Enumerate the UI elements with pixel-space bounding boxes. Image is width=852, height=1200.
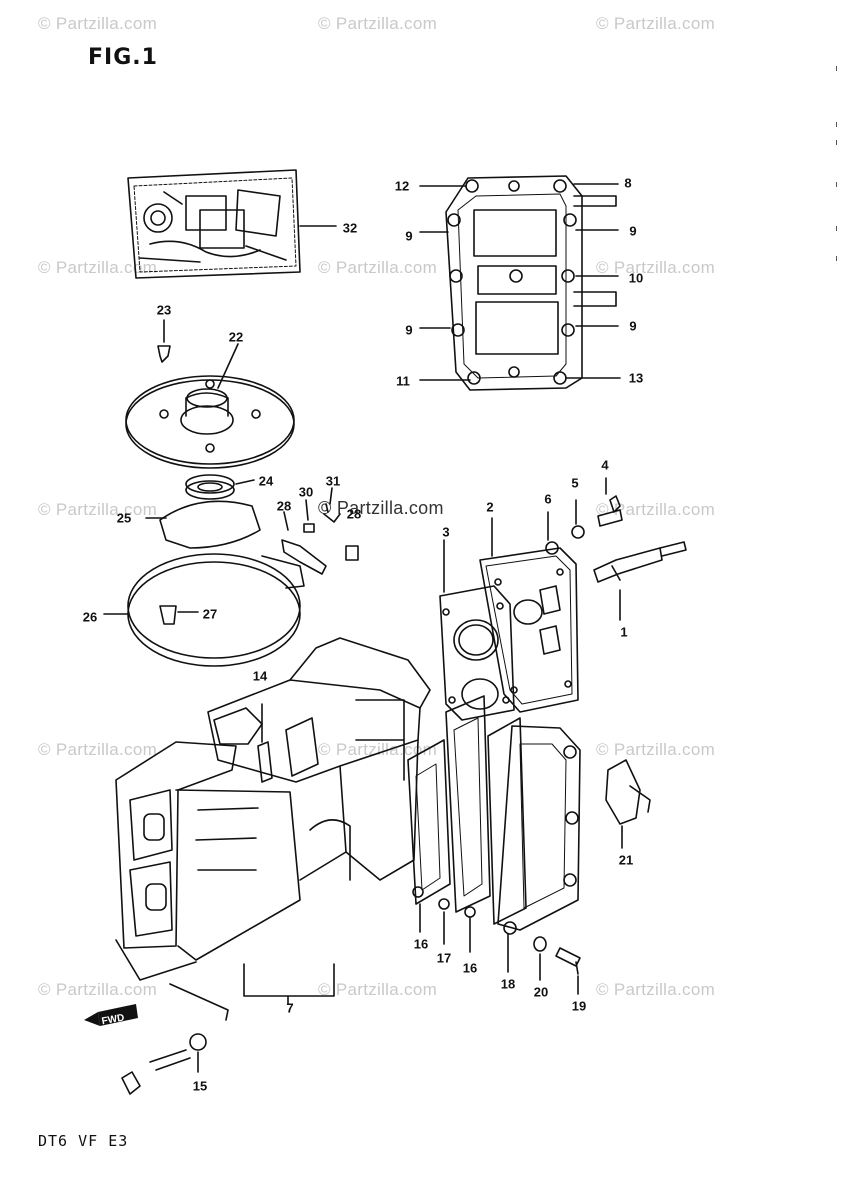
scan-mark — [836, 182, 837, 187]
callout-p18: 18 — [500, 976, 516, 992]
forward-arrow-icon: FWD — [84, 1004, 138, 1027]
callout-p16a: 16 — [413, 936, 429, 952]
callout-p9c: 9 — [405, 322, 413, 338]
watermark: © Partzilla.com — [318, 980, 438, 999]
scan-mark — [836, 66, 837, 71]
callout-p19: 19 — [571, 998, 587, 1014]
callout-p9b: 9 — [629, 223, 637, 239]
side-covers — [407, 695, 581, 973]
callout-p32: 32 — [342, 220, 358, 236]
small-hardware — [281, 487, 359, 575]
watermark: © Partzilla.com — [38, 258, 158, 277]
exhaust-cover — [419, 175, 621, 391]
watermark: © Partzilla.com — [38, 980, 158, 999]
callout-p9a: 9 — [405, 228, 413, 244]
watermark: © Partzilla.com — [596, 14, 716, 33]
callout-p2: 2 — [486, 499, 494, 515]
callout-p13: 13 — [628, 370, 644, 386]
callout-p14: 14 — [252, 668, 268, 684]
callout-p9d: 9 — [629, 318, 637, 334]
callout-p27: 27 — [202, 606, 218, 622]
bottom-hardware — [121, 1033, 207, 1095]
callout-p31: 31 — [325, 473, 341, 489]
figure-title: FIG.1 — [88, 45, 158, 70]
callout-p22: 22 — [228, 329, 244, 345]
callout-p20: 20 — [533, 984, 549, 1000]
sensor-and-fasteners — [545, 477, 687, 621]
scan-mark — [836, 140, 837, 145]
callout-p7: 7 — [286, 1000, 294, 1016]
center-watermark: © Partzilla.com — [318, 498, 444, 518]
callout-p21: 21 — [618, 852, 634, 868]
watermark: © Partzilla.com — [38, 14, 158, 33]
watermark: © Partzilla.com — [596, 740, 716, 759]
fwd-label: FWD — [101, 1013, 125, 1028]
gasket-kit-bag — [127, 169, 337, 279]
watermark: © Partzilla.com — [38, 740, 158, 759]
callout-p10: 10 — [628, 270, 644, 286]
scan-mark — [836, 256, 837, 261]
callout-p30: 30 — [298, 484, 314, 500]
callout-p5: 5 — [571, 475, 579, 491]
model-code: DT6 VF E3 — [38, 1132, 129, 1150]
callout-p15: 15 — [192, 1078, 208, 1094]
callout-p24: 24 — [258, 473, 274, 489]
callout-p16b: 16 — [462, 960, 478, 976]
cylinder-head — [479, 517, 579, 713]
callout-p17: 17 — [436, 950, 452, 966]
callout-p28b: 28 — [346, 506, 362, 522]
watermark: © Partzilla.com — [318, 258, 438, 277]
callout-p4: 4 — [601, 457, 609, 473]
oil-seal-and-gasket — [145, 474, 261, 549]
callout-p25: 25 — [116, 510, 132, 526]
callout-p1: 1 — [620, 624, 628, 640]
crankcase — [115, 637, 431, 1021]
head-gasket — [439, 539, 515, 721]
callout-p8: 8 — [624, 175, 632, 191]
bracket-and-bolt — [533, 759, 651, 995]
scan-mark — [836, 122, 837, 127]
watermark: © Partzilla.com — [318, 14, 438, 33]
watermark: © Partzilla.com — [596, 500, 716, 519]
mounting-plate — [125, 319, 295, 469]
scan-mark — [836, 226, 837, 231]
callout-p6: 6 — [544, 491, 552, 507]
watermark: © Partzilla.com — [318, 740, 438, 759]
callout-p3: 3 — [442, 524, 450, 540]
callout-p23: 23 — [156, 302, 172, 318]
watermark: © Partzilla.com — [596, 258, 716, 277]
watermark: © Partzilla.com — [38, 500, 158, 519]
ring-assembly — [103, 553, 305, 667]
callout-p28a: 28 — [276, 498, 292, 514]
callout-p11: 11 — [396, 373, 410, 389]
callout-p12: 12 — [394, 178, 410, 194]
callout-p26: 26 — [82, 609, 98, 625]
watermark: © Partzilla.com — [596, 980, 716, 999]
